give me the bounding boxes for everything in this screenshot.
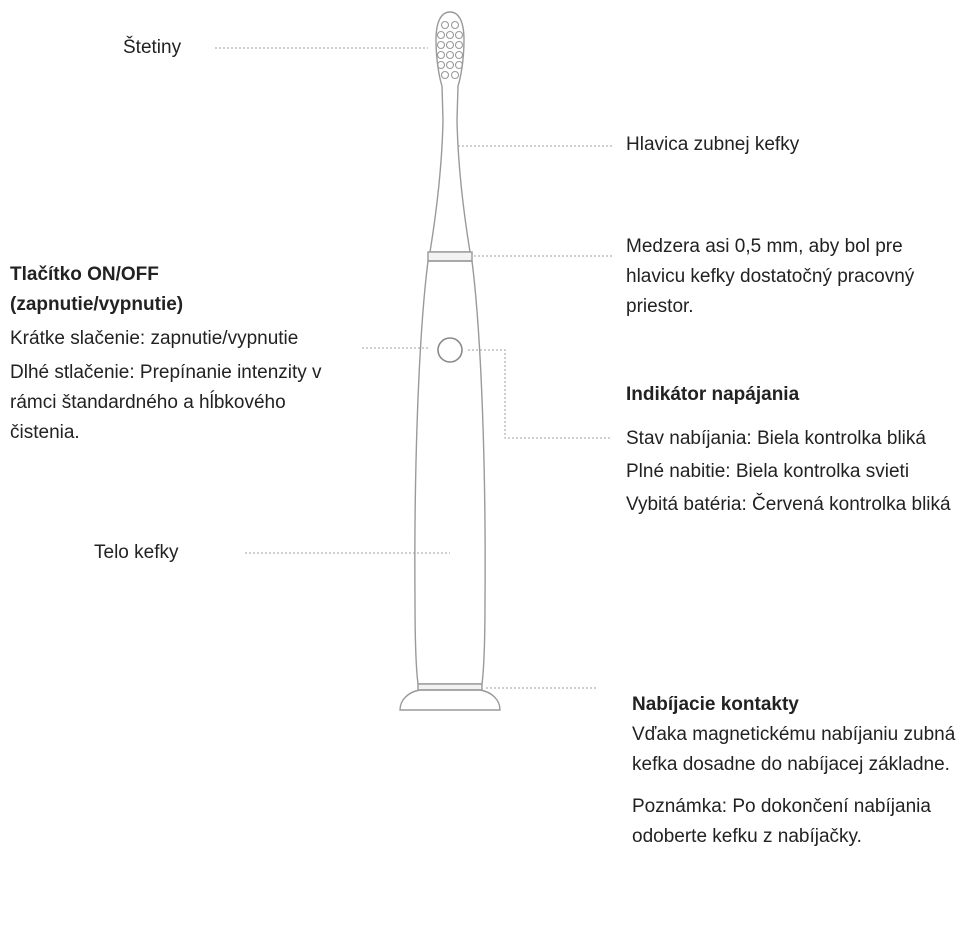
label-bristles: Štetiny — [123, 37, 182, 58]
label-head: Hlavica zubnej kefky — [626, 134, 800, 155]
gap-note: Medzera asi 0,5 mm, aby bol pre hlavicu … — [626, 236, 915, 317]
button-short-press: Krátke slačenie: zapnutie/vypnutie — [10, 328, 299, 349]
brush-head — [429, 11, 471, 253]
charging-contacts — [417, 683, 483, 691]
label-body: Telo kefky — [94, 542, 179, 563]
contacts-info: Nabíjacie kontakty Vďaka magnetickému na… — [632, 690, 962, 852]
leader-power — [468, 349, 612, 439]
button-info: Tlačítko ON/OFF (zapnutie/vypnutie) Krát… — [10, 260, 350, 448]
gap-band — [427, 251, 473, 262]
contacts-title: Nabíjacie kontakty — [632, 694, 799, 715]
power-charging: Stav nabíjania: Biela kontrolka bliká — [626, 428, 926, 449]
power-low: Vybitá batéria: Červená kontrolka bliká — [626, 494, 951, 515]
button-long-press: Dlhé stlačenie: Prepínanie intenzity v r… — [10, 362, 322, 443]
power-button — [437, 337, 463, 363]
bristle-cluster — [436, 20, 464, 80]
power-title: Indikátor napájania — [626, 384, 800, 405]
brush-body — [414, 260, 486, 685]
power-full: Plné nabitie: Biela kontrolka svieti — [626, 461, 910, 482]
button-title-line2: (zapnutie/vypnutie) — [10, 294, 184, 315]
contacts-note: Poznámka: Po dokončení nabíjania odobert… — [632, 796, 931, 847]
contacts-desc: Vďaka magnetickému nabíjaniu zubná kefka… — [632, 724, 956, 775]
charging-base — [399, 689, 501, 711]
button-title-line1: Tlačítko ON/OFF — [10, 264, 159, 285]
power-indicator-info: Indikátor napájania Stav nabíjania: Biel… — [626, 380, 971, 520]
